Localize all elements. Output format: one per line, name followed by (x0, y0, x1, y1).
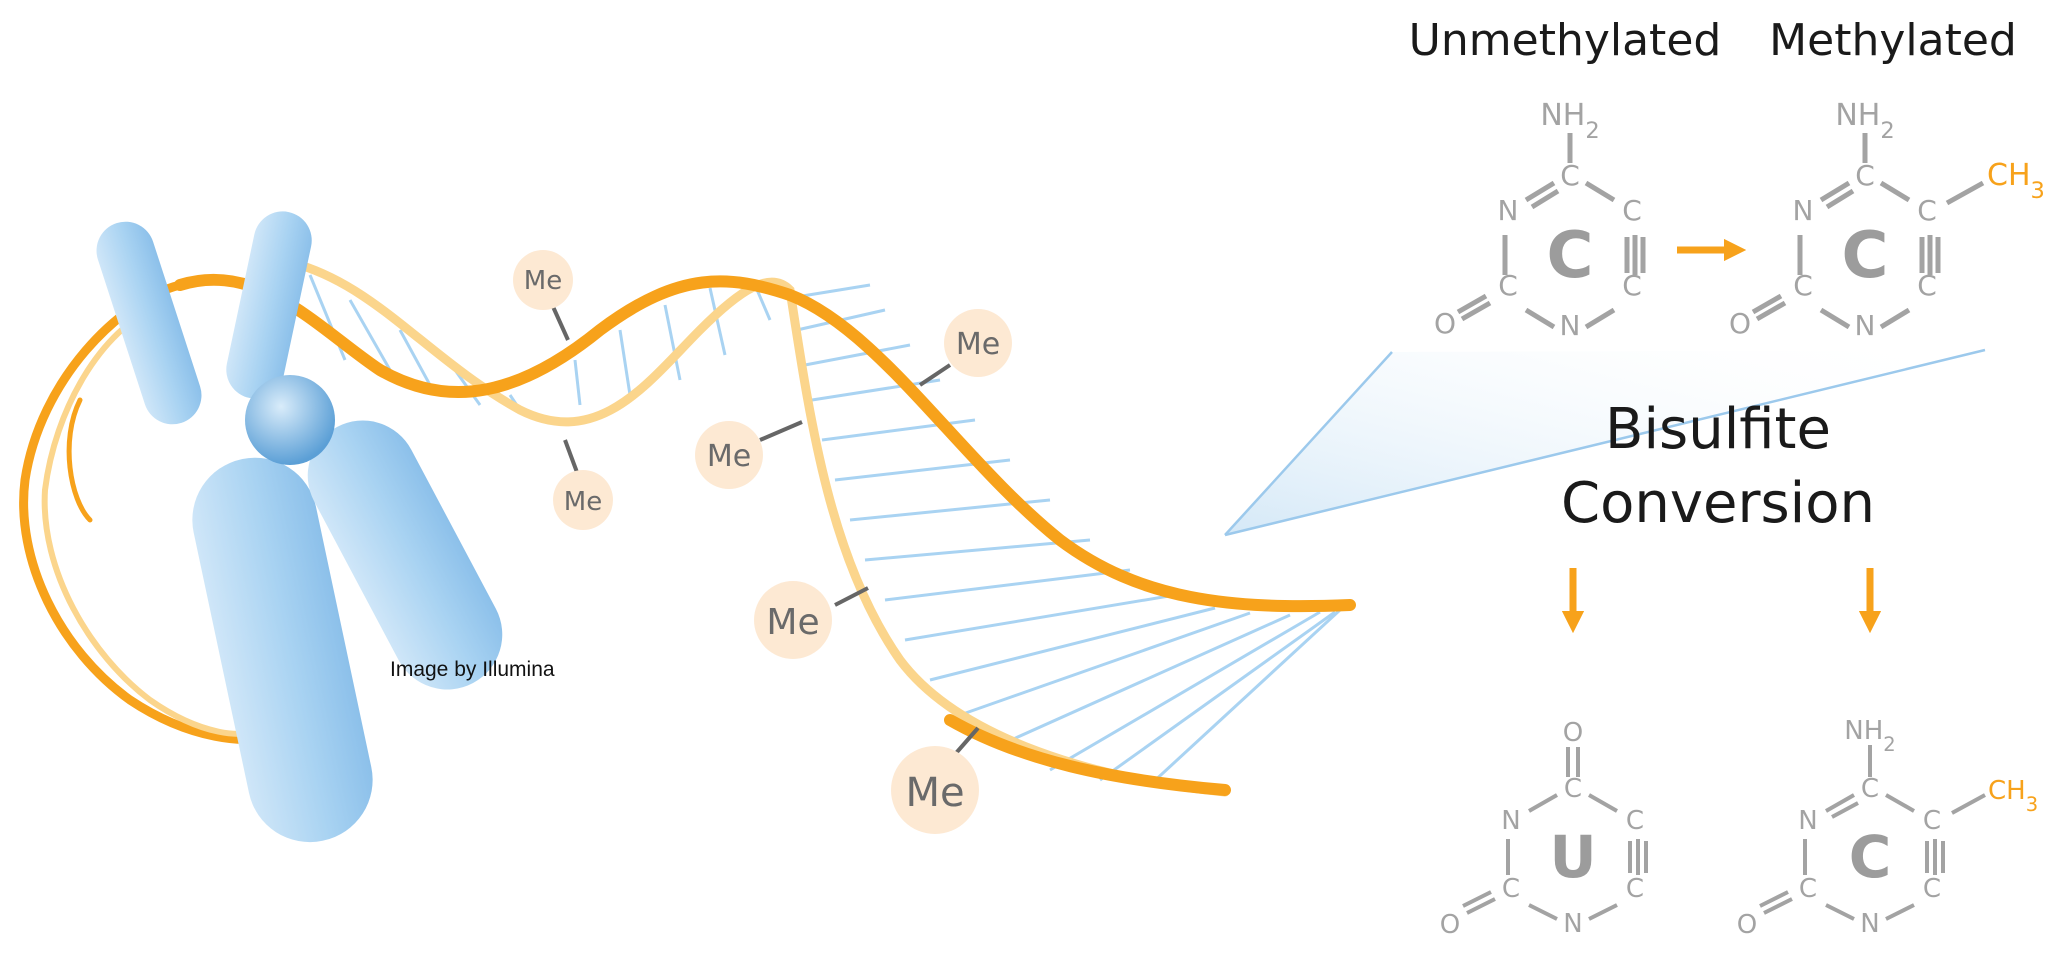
svg-text:N: N (1793, 194, 1814, 227)
base-pairs (308, 274, 1342, 787)
svg-text:C: C (1861, 774, 1879, 804)
image-credit: Image by Illumina (390, 658, 555, 681)
svg-text:O: O (1440, 910, 1460, 940)
methyl-tag: Me (891, 726, 980, 834)
svg-text:N: N (1498, 194, 1519, 227)
svg-text:Me: Me (766, 602, 819, 643)
svg-text:N: N (1501, 806, 1520, 836)
methyl-tag: Me (918, 309, 1012, 387)
svg-text:NH2: NH2 (1835, 98, 1894, 144)
svg-text:N: N (1860, 909, 1879, 939)
methyl-tag: Me (513, 250, 573, 341)
svg-text:C: C (1498, 269, 1518, 302)
svg-text:C: C (1626, 806, 1644, 836)
svg-text:O: O (1729, 307, 1751, 340)
unmethylated-label: Unmethylated (1409, 15, 1722, 66)
svg-text:C: C (1855, 159, 1875, 192)
svg-text:Me: Me (707, 439, 751, 474)
dna-helix (174, 260, 1356, 797)
svg-text:NH2: NH2 (1844, 716, 1895, 756)
svg-text:C: C (1923, 874, 1941, 904)
svg-text:C: C (1917, 269, 1937, 302)
svg-text:O: O (1563, 718, 1583, 748)
methyl-tag: Me (553, 439, 613, 530)
svg-text:C: C (1560, 159, 1580, 192)
methyl-tag: Me (695, 420, 803, 489)
svg-text:O: O (1737, 910, 1757, 940)
centromere (245, 375, 335, 465)
svg-text:C: C (1799, 874, 1817, 904)
molecule-uracil: O C N C C C N O U (1440, 718, 1648, 940)
svg-text:C: C (1923, 806, 1941, 836)
svg-text:C: C (1917, 194, 1937, 227)
bisulfite-label-line1: Bisulfite (1605, 397, 1831, 462)
svg-text:Me: Me (956, 327, 1000, 362)
svg-text:C: C (1622, 269, 1642, 302)
methylated-label: Methylated (1769, 15, 2017, 66)
chromosome (96, 211, 503, 843)
bisulfite-label-line2: Conversion (1561, 471, 1875, 536)
svg-text:U: U (1549, 823, 1596, 891)
svg-text:N: N (1798, 806, 1817, 836)
svg-text:N: N (1560, 309, 1581, 342)
svg-text:C: C (1626, 874, 1644, 904)
svg-text:NH2: NH2 (1540, 98, 1599, 144)
molecule-methylcytosine-retained: NH2 C N C C C N O CH3 C (1737, 716, 2038, 940)
svg-text:Me: Me (524, 266, 562, 296)
svg-text:Me: Me (564, 487, 602, 517)
svg-text:CH3: CH3 (1988, 776, 2038, 816)
svg-text:C: C (1502, 874, 1520, 904)
svg-text:C: C (1547, 219, 1594, 293)
molecule-cytosine-methylated: NH2 C N C C C N O CH3 C (1729, 98, 2045, 342)
methyl-tag: Me (754, 581, 869, 659)
svg-text:N: N (1855, 309, 1876, 342)
svg-text:Me: Me (905, 770, 964, 816)
methyl-tags: Me Me Me Me Me Me (513, 250, 1012, 834)
svg-text:C: C (1842, 219, 1889, 293)
svg-text:N: N (1563, 909, 1582, 939)
svg-text:O: O (1434, 307, 1456, 340)
molecule-cytosine-unmethylated: NH2 C N C C C N O C (1434, 98, 1646, 342)
svg-text:CH3: CH3 (1987, 158, 2045, 204)
svg-text:C: C (1793, 269, 1813, 302)
dna-loop (19, 280, 275, 744)
zoom-beam (1224, 348, 1986, 537)
svg-text:C: C (1849, 823, 1892, 891)
svg-text:C: C (1622, 194, 1642, 227)
svg-text:C: C (1564, 774, 1582, 804)
